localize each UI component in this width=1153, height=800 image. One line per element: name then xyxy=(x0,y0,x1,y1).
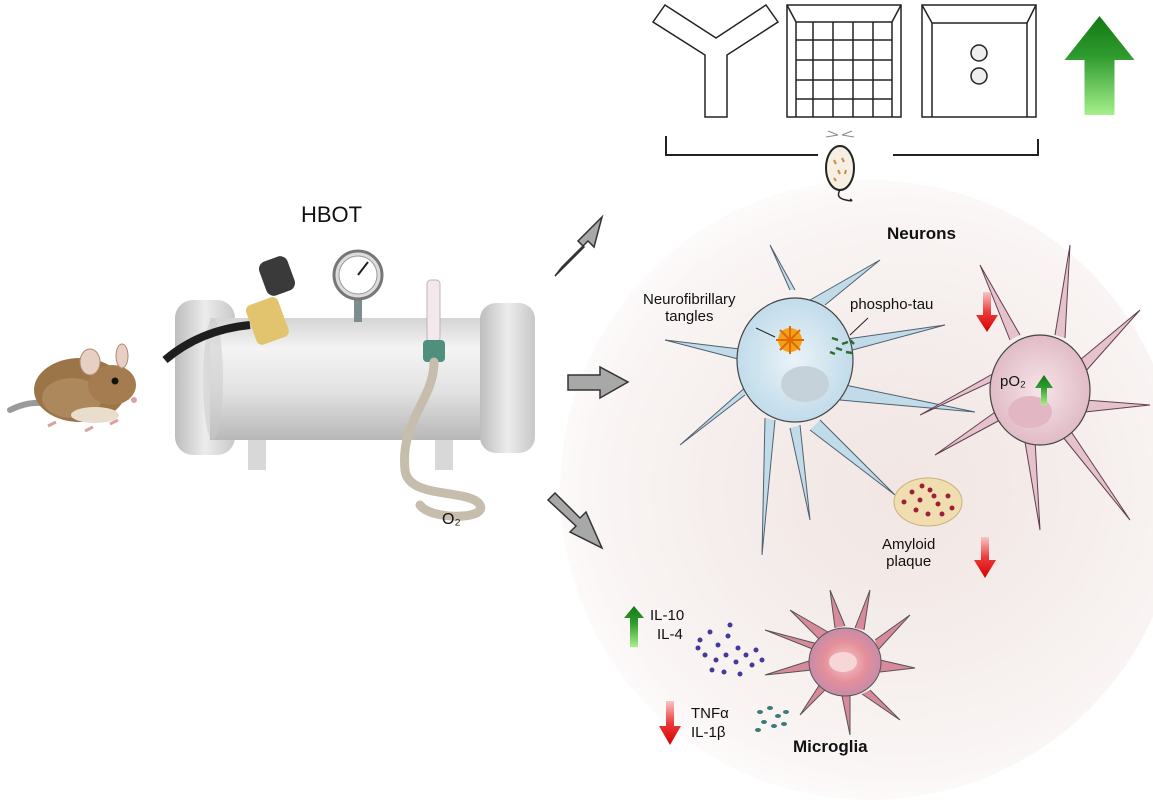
pressure-gauge-icon xyxy=(332,249,384,322)
amyloid-decrease-arrow-icon xyxy=(974,537,996,578)
il10-increase-arrow-icon xyxy=(624,606,644,647)
il10-label: IL-10 xyxy=(650,607,685,624)
amyloid-label-line1: Amyloid xyxy=(882,536,936,553)
neurofibrillary-tangle-icon xyxy=(776,326,804,354)
anti-inflammatory-cytokines-icon xyxy=(695,622,765,677)
figure-canvas xyxy=(7,3,1151,745)
oxygen-label: O₂ xyxy=(442,511,461,528)
mouse-topview-icon xyxy=(825,130,855,202)
ptau-decrease-arrow-icon xyxy=(976,292,998,332)
il1b-label: IL-1β xyxy=(691,724,726,741)
behavior-increase-arrow-icon xyxy=(1064,16,1135,115)
behavior-tests xyxy=(651,3,1037,118)
hbot-chamber xyxy=(162,249,535,521)
nft-label-line2: tangles xyxy=(665,308,714,325)
mouse-illustration xyxy=(7,343,137,433)
y-maze-icon xyxy=(651,3,780,118)
nft-label: Neurofibrillary tangles xyxy=(643,291,736,325)
valve-icon xyxy=(162,256,295,364)
amyloid-plaque-icon xyxy=(893,477,963,527)
grid-maze-icon xyxy=(786,4,902,118)
amyloid-label-line2: plaque xyxy=(886,553,932,570)
behavior-bracket xyxy=(665,136,1039,156)
po2-increase-arrow-icon xyxy=(1035,375,1053,405)
background-glow xyxy=(560,180,1153,800)
neurons-title: Neurons xyxy=(887,224,956,243)
arrow-to-microglia-icon xyxy=(546,491,604,550)
microglia-cell xyxy=(764,589,916,736)
pro-inflammatory-cytokines-icon xyxy=(755,706,789,732)
nft-label-line1: Neurofibrillary xyxy=(643,291,736,308)
microglia-title: Microglia xyxy=(793,737,868,756)
pink-neuron xyxy=(919,244,1151,531)
amyloid-label: Amyloid plaque xyxy=(882,536,935,570)
flowmeter-icon xyxy=(400,279,486,521)
blue-neuron xyxy=(664,244,976,556)
arrow-to-behavior-icon xyxy=(554,214,604,277)
po2-label: pO₂ xyxy=(1000,373,1026,390)
hbot-label: HBOT xyxy=(301,202,363,227)
tnfa-label: TNFα xyxy=(691,705,729,722)
arrow-to-neurons-icon xyxy=(567,365,630,400)
il4-label: IL-4 xyxy=(657,626,683,643)
object-box-icon xyxy=(921,4,1037,118)
phospho-tau-icon xyxy=(829,336,855,356)
phospho-tau-label: phospho-tau xyxy=(850,296,934,313)
tnfa-decrease-arrow-icon xyxy=(659,701,681,745)
